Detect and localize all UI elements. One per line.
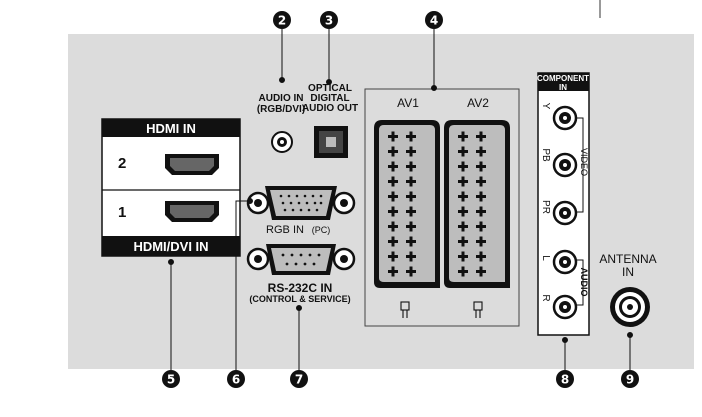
hdmi-block: HDMI IN HDMI/DVI IN 2 1 [101,118,241,257]
av1-label: AV1 [397,96,419,110]
callout-7: 7 [290,370,308,388]
callout-5: 5 [162,370,180,388]
component-title: COMPONENT [537,74,589,83]
hdmi-dvi-in-label: HDMI/DVI IN [133,239,208,254]
audio-in-label: AUDIO IN [259,93,304,104]
hdmi-dvi-header [102,236,240,256]
component-audio-r-jack[interactable] [552,294,578,320]
component-y-jack[interactable] [552,105,578,131]
rgb-in-label: RGB IN [266,224,304,236]
hdmi-port-2-label: 2 [118,155,126,172]
svg-text:8: 8 [561,373,569,387]
audio-in-sub-label: (RGB/DVI) [257,104,305,115]
component-audio-label: AUDIO [579,268,589,297]
callout-9: 9 [621,370,639,388]
component-video-label: VIDEO [579,148,589,176]
optical-audio-out-label: AUDIO OUT [302,103,358,114]
rs232c-label: RS-232C IN [268,281,333,295]
rgb-in-port[interactable] [246,186,356,220]
component-l-label: L [540,255,551,261]
audio-in-jack[interactable] [271,131,293,153]
svg-text:9: 9 [626,373,634,387]
svg-text:2: 2 [278,14,286,28]
component-in-title: IN [559,83,567,92]
callout-3: 3 [320,11,338,29]
hdmi-port-2[interactable] [165,154,219,175]
rs232c-in-port[interactable] [246,244,356,275]
callout-4: 4 [425,11,443,29]
component-pb-jack[interactable] [552,152,578,178]
optical-audio-out-port[interactable] [314,126,348,158]
av2-label: AV2 [467,96,489,110]
antenna-label: ANTENNA [599,252,656,266]
component-block: COMPONENT IN Y PB PR L R VIDEO AUDIO [537,72,590,336]
callout-8: 8 [556,370,574,388]
scart-ground-icon [400,301,410,318]
hdmi-in-header [102,119,240,137]
antenna-in-label: IN [622,265,634,279]
svg-text:7: 7 [295,373,303,387]
svg-text:5: 5 [167,373,175,387]
callout-leaders [168,29,633,370]
av-block: AV1 AV2 [364,88,520,327]
hdmi-port-1-label: 1 [118,204,126,221]
svg-text:3: 3 [325,14,333,28]
component-audio-l-jack[interactable] [552,249,578,275]
rgb-in-pc-label: (PC) [312,225,331,235]
antenna-in-port[interactable] [610,287,650,327]
component-pb-label: PB [540,148,551,162]
callout-6: 6 [227,370,245,388]
optical-digital-label: DIGITAL [310,93,349,104]
svg-text:4: 4 [430,14,438,28]
scart-av1-port[interactable] [374,120,440,288]
svg-text:6: 6 [232,373,240,387]
scart-ground-icon [473,301,483,318]
hdmi-in-label: HDMI IN [146,121,196,136]
callout-2: 2 [273,11,291,29]
component-r-label: R [540,294,551,301]
scart-av2-port[interactable] [444,120,510,288]
component-pr-label: PR [540,200,551,214]
optical-label: OPTICAL [308,83,352,94]
component-y-label: Y [540,103,551,110]
hdmi-port-1[interactable] [165,201,219,222]
component-pr-jack[interactable] [552,200,578,226]
rs232c-sub-label: (CONTROL & SERVICE) [249,294,350,304]
